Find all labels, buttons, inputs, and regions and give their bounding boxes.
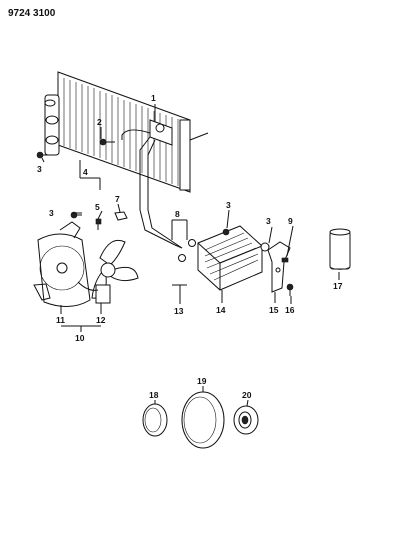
callout-2: 2 <box>97 117 102 127</box>
callout-3: 3 <box>266 216 271 226</box>
callout-19: 19 <box>197 376 207 386</box>
callout-7: 7 <box>115 194 120 204</box>
oil-cooler <box>178 225 263 291</box>
callout-20: 20 <box>242 390 252 400</box>
callout-8: 8 <box>175 209 180 219</box>
diagram-code: 9724 3100 <box>8 8 56 19</box>
callout-10: 10 <box>75 333 85 343</box>
callout-9: 9 <box>288 216 293 226</box>
receiver-can <box>329 228 351 270</box>
leader-lines <box>41 104 340 407</box>
callout-18: 18 <box>149 390 159 400</box>
radiator <box>44 71 209 193</box>
callout-13: 13 <box>174 306 184 316</box>
callout-15: 15 <box>269 305 279 315</box>
callout-5: 5 <box>95 202 100 212</box>
grommet-large <box>181 391 225 449</box>
callout-16: 16 <box>285 305 295 315</box>
fan-motor-assembly <box>77 239 139 304</box>
bracket <box>260 241 291 293</box>
callout-4: 4 <box>83 167 88 177</box>
fan-shroud-assembly <box>33 221 91 307</box>
refrigerant-lines <box>121 129 183 249</box>
callout-labels: 1 2 3 3 3 3 4 5 7 8 9 10 11 12 13 14 15 … <box>37 93 343 400</box>
callout-12: 12 <box>96 315 106 325</box>
callout-3: 3 <box>49 208 54 218</box>
callout-14: 14 <box>216 305 226 315</box>
callout-3: 3 <box>37 164 42 174</box>
callout-1: 1 <box>151 93 156 103</box>
callout-17: 17 <box>333 281 343 291</box>
callout-11: 11 <box>56 315 65 325</box>
callout-3: 3 <box>226 200 231 210</box>
grommet-ring <box>233 405 259 435</box>
grommet-small <box>142 403 168 437</box>
